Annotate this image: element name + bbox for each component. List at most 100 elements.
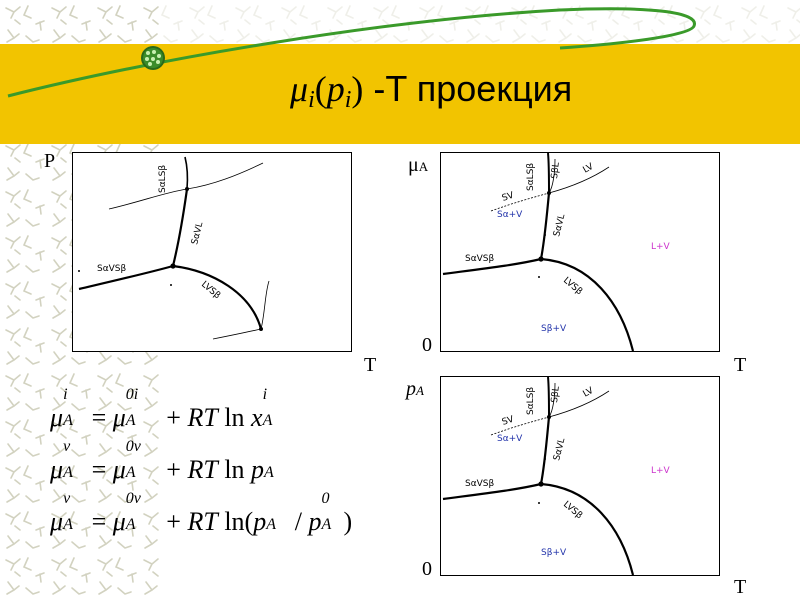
eq1-rhs-mu: μ	[112, 403, 126, 432]
title-mu: μ	[290, 69, 309, 109]
title-paren-close: )	[351, 69, 364, 109]
eq2-equals: =	[85, 455, 113, 484]
tr-label-l-v-s-beta: LVSβ	[561, 276, 584, 298]
tr-curve-s-alpha-v-s-beta	[442, 257, 542, 276]
tr-curve-l-v-s-beta	[540, 257, 635, 351]
left-diagram-svg: SαLSβ SαVL SαVSβ LVSβ	[78, 156, 270, 340]
top-right-diagram-svg: SαLSβ SβL LV SV Sα+V SαVL SαVSβ LVSβ L+V…	[442, 153, 671, 351]
left-y-axis-label: P	[44, 150, 56, 172]
eq2-plus: +	[159, 455, 188, 484]
br-curve-l-v-s-beta	[540, 482, 635, 575]
br-label-s-alpha-v-s-beta: SαVSβ	[465, 479, 495, 489]
br-label-s-alpha-v: Sα+V	[497, 434, 523, 444]
eq2-ln: ln	[217, 455, 252, 484]
eq3-rt: RT	[187, 507, 218, 536]
eq2-rhs-sup: 0v	[125, 438, 141, 455]
left-label-s-alpha-l-s-beta: SαLSβ	[158, 165, 168, 193]
left-diagram-panel: SαLSβ SαVL SαVSβ LVSβ	[72, 152, 352, 352]
title-sub-i2: i	[344, 87, 352, 113]
br-curve-s-alpha-v-l	[539, 416, 551, 485]
swoosh-line	[7, 7, 696, 98]
left-label-s-alpha-v-l: SαVL	[190, 221, 205, 246]
top-right-origin-label: 0	[422, 334, 432, 356]
eq3-rhs-mu: μ	[112, 507, 126, 536]
top-right-y-axis-label: μA	[408, 154, 428, 177]
left-curve-s-alpha-l-s-beta	[184, 156, 189, 190]
bottom-right-y-axis-label: pA	[406, 378, 424, 401]
bottom-right-diagram-svg: SαLSβ SβL LV SV Sα+V SαVL SαVSβ LVSβ L+V…	[442, 377, 671, 575]
eq2-rhs-mu: μ	[112, 455, 126, 484]
tr-label-l-v: LV	[582, 161, 597, 175]
title-band	[0, 44, 800, 144]
br-label-s-v: SV	[501, 414, 516, 427]
tr-label-l-plus-v: L+V	[651, 242, 671, 252]
tr-label-s-alpha-v: Sα+V	[497, 210, 523, 220]
tr-curve-s-alpha-l-s-beta	[547, 153, 550, 194]
br-label-s-beta-plus-v: Sβ+V	[541, 548, 567, 558]
eq2-rt: RT	[187, 455, 218, 484]
left-curve-l-v-s-beta	[172, 264, 263, 330]
tr-label-s-v: SV	[501, 190, 516, 203]
eq1-rhs-sup: 0i	[125, 386, 139, 403]
br-label-s-beta-l: SβL	[550, 386, 562, 403]
title-p: p	[326, 69, 345, 109]
br-label-l-v-s-beta: LVSβ	[561, 500, 584, 522]
eq3-rhs-sup: 0v	[125, 490, 141, 507]
eq3-ln: ln(	[217, 507, 254, 536]
top-right-y-axis-sub: A	[418, 159, 429, 174]
tr-thin-line-l-v	[548, 166, 610, 194]
eq3-lhs-sup: v	[63, 490, 71, 507]
eq1-rt: RT	[187, 403, 218, 432]
eq3-rhs-sub: A	[125, 516, 136, 533]
bottom-right-diagram-panel: SαLSβ SβL LV SV Sα+V SαVL SαVSβ LVSβ L+V…	[440, 376, 720, 576]
eq3-plus: +	[159, 507, 188, 536]
tr-label-s-beta-plus-v: Sβ+V	[541, 324, 567, 334]
eq2-lhs-mu: μ	[50, 455, 64, 484]
eq1-arg-sub: A	[262, 412, 273, 429]
eq2-arg-sub: A	[264, 464, 274, 481]
green-ball-icon	[141, 46, 165, 70]
eq1-plus: +	[159, 403, 188, 432]
left-curve-s-alpha-v-l	[171, 188, 189, 267]
eq3-lhs-mu: μ	[50, 507, 64, 536]
eq1-rhs-sub: A	[125, 412, 136, 429]
bottom-right-origin-label: 0	[422, 558, 432, 580]
eq3-arg: p	[253, 507, 267, 536]
eq2-lhs-sup: v	[63, 438, 71, 455]
eq1-ln: ln	[217, 403, 252, 432]
top-right-diagram-panel: SαLSβ SβL LV SV Sα+V SαVL SαVSβ LVSβ L+V…	[440, 152, 720, 352]
br-label-l-plus-v: L+V	[651, 466, 671, 476]
eq2-lhs-sub: A	[63, 464, 73, 481]
eq1-lhs-sup: i	[63, 386, 68, 403]
title-sub-i: i	[308, 87, 315, 113]
bottom-right-y-axis-sub: A	[416, 383, 424, 398]
eq3-arg2: p	[308, 507, 322, 536]
eq2-rhs-sub: A	[125, 464, 136, 481]
eq1-equals: =	[85, 403, 113, 432]
eq1-lhs-mu: μ	[50, 403, 64, 432]
tr-label-s-alpha-l-s-beta: SαLSβ	[526, 163, 536, 191]
eq1-arg: x	[251, 403, 263, 432]
page-title: μi(pi) -T проекция	[290, 67, 572, 122]
eq3-equals: =	[85, 507, 113, 536]
eq3-close: )	[343, 507, 353, 536]
eq3-div: /	[288, 507, 309, 536]
left-label-s-alpha-v-s-beta: SαVSβ	[97, 264, 127, 274]
top-right-x-axis-label: T	[734, 354, 747, 376]
left-thin-line-bottom	[212, 328, 262, 340]
tr-thin-line-s-v	[490, 192, 550, 212]
left-curve-s-alpha-v-s-beta	[78, 264, 174, 291]
left-thin-line-right	[260, 280, 270, 330]
br-curve-s-alpha-l-s-beta	[547, 377, 550, 418]
br-thin-line-l-v	[548, 390, 610, 418]
tr-label-s-beta-l: SβL	[550, 162, 562, 179]
bottom-right-y-axis-main: p	[406, 378, 416, 400]
br-thin-line-s-v	[490, 416, 550, 436]
tr-label-s-alpha-v-s-beta: SαVSβ	[465, 254, 495, 264]
tr-label-s-alpha-v-l: SαVL	[552, 213, 567, 238]
